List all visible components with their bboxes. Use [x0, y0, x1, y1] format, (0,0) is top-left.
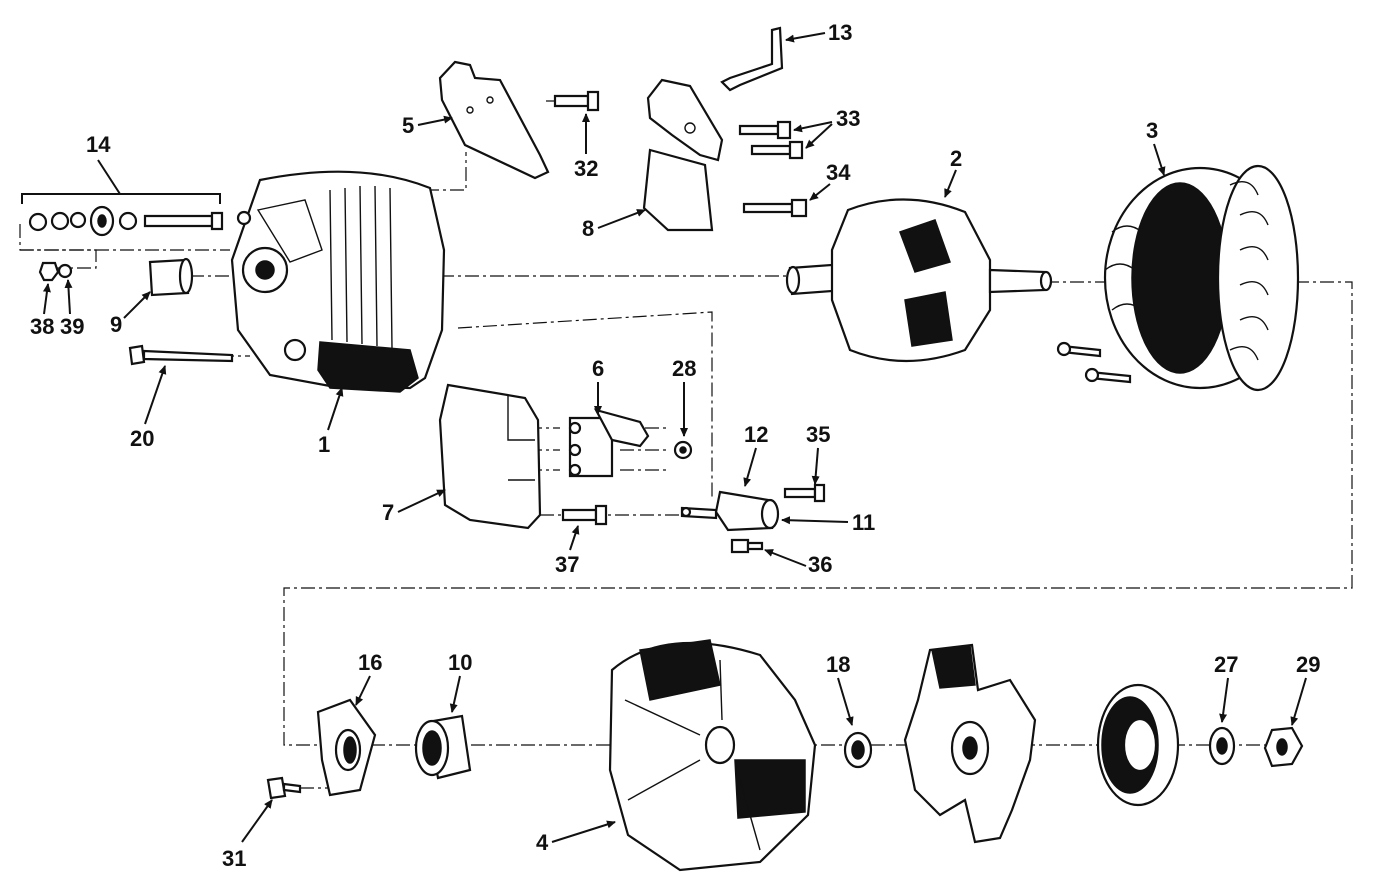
- screw-36: [730, 538, 764, 554]
- callout-36: 36: [808, 552, 832, 577]
- screws-33: [738, 120, 804, 160]
- callout-18: 18: [826, 652, 850, 677]
- washer-27: [1208, 726, 1236, 766]
- callout-labels: 1 2 3 4 5 6 7 8 9 10 11 12 13 14 16 18 2: [21, 20, 1320, 871]
- callout-8: 8: [582, 216, 594, 241]
- callout-32: 32: [574, 156, 598, 181]
- through-bolt: [128, 344, 234, 366]
- callout-11: 11: [852, 510, 875, 535]
- callout-5: 5: [402, 113, 414, 138]
- screw-32: [553, 90, 600, 112]
- callout-37: 37: [555, 552, 579, 577]
- diode-plate: [646, 78, 724, 162]
- callout-7: 7: [382, 500, 394, 525]
- callout-14: 14: [86, 132, 111, 157]
- drive-end-frame: [608, 639, 817, 872]
- screw-31: [266, 776, 302, 800]
- stator: [1056, 164, 1300, 392]
- drive-end-bearing: [414, 714, 472, 780]
- callout-16: 16: [358, 650, 382, 675]
- callout-4: 4: [536, 830, 549, 855]
- pulley-nut-29: [1263, 726, 1304, 768]
- collar-18: [843, 731, 873, 769]
- nut-and-washer: [38, 261, 73, 282]
- cooling-fan: [903, 643, 1037, 844]
- callout-1: 1: [318, 432, 330, 457]
- terminal-stud-stack: [28, 205, 224, 237]
- screw-35: [783, 483, 826, 503]
- rotor: [785, 198, 1053, 363]
- callout-10: 10: [448, 650, 472, 675]
- callout-34: 34: [826, 160, 851, 185]
- callout-28: 28: [672, 356, 696, 381]
- voltage-regulator: [438, 383, 542, 530]
- callout-27: 27: [1214, 652, 1238, 677]
- insulator-8: [642, 148, 714, 232]
- callout-3: 3: [1146, 118, 1158, 143]
- callout-31: 31: [222, 846, 246, 871]
- callout-9: 9: [110, 312, 122, 337]
- nut-28: [673, 440, 693, 460]
- callout-12: 12: [744, 422, 768, 447]
- capacitor-11: [680, 490, 780, 532]
- terminal-13: [720, 26, 784, 92]
- pulley: [1096, 683, 1180, 807]
- slip-ring-end-frame: [230, 170, 446, 393]
- regulator-bracket: [438, 60, 550, 180]
- callout-29: 29: [1296, 652, 1320, 677]
- callout-35: 35: [806, 422, 830, 447]
- callout-39: 39: [60, 314, 84, 339]
- callout-13: 13: [828, 20, 852, 45]
- bearing-cap: [148, 257, 194, 297]
- callout-20: 20: [130, 426, 154, 451]
- screw-37: [561, 504, 608, 526]
- brush-holder: [568, 408, 650, 478]
- callout-38: 38: [30, 314, 54, 339]
- screw-34: [742, 198, 808, 218]
- callout-6: 6: [592, 356, 604, 381]
- callout-33: 33: [836, 106, 860, 131]
- bearing-retainer-plate: [316, 698, 377, 797]
- callout-2: 2: [950, 146, 962, 171]
